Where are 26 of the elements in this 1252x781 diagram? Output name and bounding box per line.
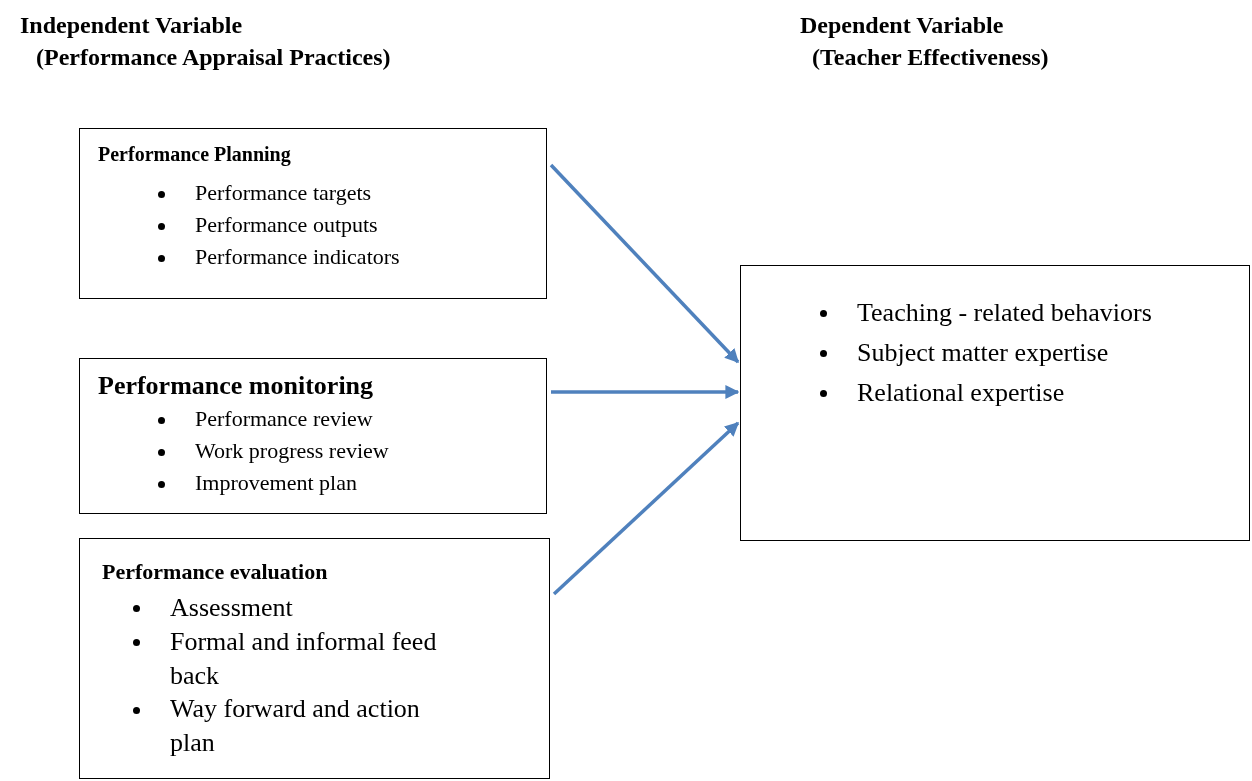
box-heading: Performance Planning xyxy=(98,143,291,166)
bullet-text: Relational expertise xyxy=(857,377,1065,409)
bullet-text: Assessment xyxy=(170,592,293,624)
bullet-text: Performance targets xyxy=(195,179,372,207)
arrow xyxy=(549,163,740,364)
heading-text: Independent Variable xyxy=(20,12,243,39)
bullet-text: Work progress review xyxy=(195,437,389,465)
bullet-text: Subject matter expertise xyxy=(857,337,1109,369)
heading-text: (Performance Appraisal Practices) xyxy=(36,44,391,71)
bullet-text: Performance review xyxy=(195,405,373,433)
bullet-text: Performance indicators xyxy=(195,243,400,271)
bullet-text: Way forward and action plan xyxy=(170,693,421,760)
heading-text: (Teacher Effectiveness) xyxy=(812,44,1049,71)
heading-text: Dependent Variable xyxy=(800,12,1004,39)
bullet-text: Improvement plan xyxy=(195,469,357,497)
box-heading: Performance evaluation xyxy=(102,559,328,585)
bullet-text: Teaching - related behaviors xyxy=(857,297,1152,329)
arrow xyxy=(551,385,740,399)
arrow xyxy=(552,421,740,596)
bullet-text: Formal and informal feed back xyxy=(170,625,438,692)
box-heading: Performance monitoring xyxy=(98,371,374,401)
text-box xyxy=(79,538,550,779)
text-box xyxy=(740,265,1250,541)
text-box xyxy=(79,358,547,514)
text-box xyxy=(79,128,547,299)
bullet-text: Performance outputs xyxy=(195,211,378,239)
